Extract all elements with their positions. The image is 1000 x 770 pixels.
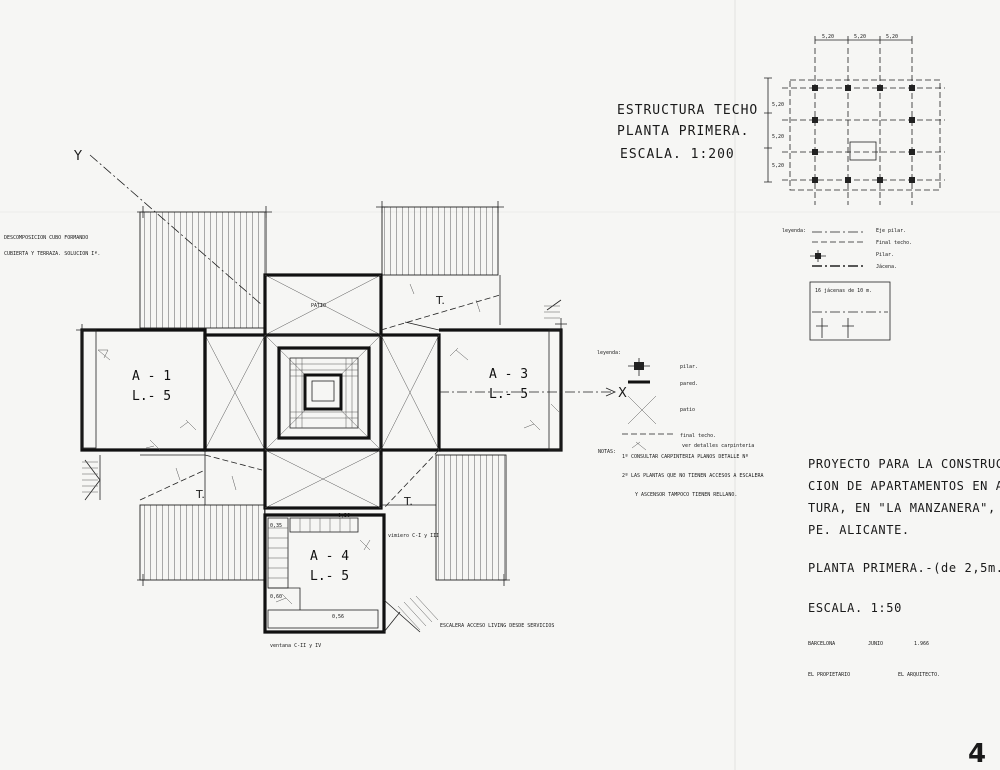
- note-1: 1º CONSULTAR CARPINTERIA PLANOS DETALLE …: [622, 454, 748, 460]
- structure-dimension: 5,20: [854, 34, 866, 40]
- structure-dimension: 5,20: [772, 163, 784, 169]
- structure-legend-final: Final techo.: [876, 240, 912, 246]
- estructura-title-line-2: PLANTA PRIMERA.: [617, 124, 749, 139]
- axis-y-label: Y: [73, 149, 82, 164]
- escala-title: ESCALA. 1:50: [808, 601, 902, 615]
- city-label: BARCELONA: [808, 641, 835, 647]
- dimension-label: 0,35: [270, 523, 282, 529]
- vimiero-label: vimiero C-I y III: [388, 533, 439, 539]
- outer-steps: [82, 305, 560, 631]
- legend-patio: patio: [680, 407, 695, 413]
- planta-title: PLANTA PRIMERA.-(de 2,5m. a 5m.): [808, 561, 1000, 575]
- structure-dimension: 5,20: [886, 34, 898, 40]
- axis-x-label: X: [618, 386, 627, 401]
- legend-final-techo: final techo.: [680, 433, 716, 439]
- terrace-bottom-left: [139, 504, 266, 581]
- dimension-label: 0,36: [338, 513, 350, 519]
- legend-pillar-fill: [634, 362, 644, 370]
- terrace-top-right: [381, 206, 499, 276]
- legend-block: leyenda: pilar. pared. patio final techo…: [597, 350, 763, 498]
- project-line-2: CION DE APARTAMENTOS EN AL-: [808, 479, 1000, 493]
- apartment-a1-level: L.- 5: [132, 389, 171, 404]
- structure-dimension: 5,20: [772, 134, 784, 140]
- structure-diagram: 5,20 5,20 5,20 5,20 5,20 5,20 leyenda: E…: [764, 34, 945, 341]
- project-line-4: PE. ALICANTE.: [808, 523, 910, 537]
- legend-ver-detalles: ver detalles carpinteria: [682, 443, 754, 449]
- legend-carpentry-symbol: [631, 441, 647, 451]
- beam-box-label: 16 jácenas de 10 m.: [815, 287, 872, 294]
- left-note-line-2: CUBIERTA Y TERRAZA. SOLUCION Iª.: [4, 251, 100, 257]
- beam-box: [809, 281, 891, 341]
- apartment-a4-level: L.- 5: [310, 569, 349, 584]
- axis-y-line: [89, 154, 263, 306]
- note-2: 2º LAS PLANTAS QUE NO TIENEN ACCESOS A E…: [622, 473, 763, 479]
- owner-label: EL PROPIETARIO: [808, 672, 850, 678]
- project-line-3: TURA, EN "LA MANZANERA", CAL-: [808, 501, 1000, 515]
- estructura-scale: ESCALA. 1:200: [620, 147, 735, 162]
- structure-dimension: 5,20: [772, 102, 784, 108]
- structure-legend-title: leyenda:: [782, 228, 806, 234]
- apartment-a3-level: L.- 5: [489, 387, 528, 402]
- estructura-title-line-1: ESTRUCTURA TECHO: [617, 103, 758, 118]
- stair-core: [277, 346, 371, 440]
- year-label: 1.966: [914, 641, 929, 647]
- left-note-line-1: DESCOMPOSICION CUBO FORMANDO: [4, 235, 88, 241]
- structure-legend-jacena: Jácena.: [876, 263, 897, 270]
- legend-patio-symbol: [627, 395, 657, 425]
- ventana-label: ventana C-II y IV: [270, 643, 321, 649]
- terrace-label: T.: [195, 488, 205, 501]
- patio-label: PATIO: [311, 303, 326, 309]
- terrace-label: T.: [403, 495, 413, 508]
- apartment-a3-name: A - 3: [489, 367, 528, 382]
- terrace-label: T.: [435, 294, 445, 307]
- terrace-top-left: [139, 211, 267, 329]
- apartment-a3: [404, 275, 563, 452]
- apartment-a4: [263, 513, 421, 634]
- month-label: JUNIO: [868, 641, 883, 647]
- legend-pared: pared.: [680, 381, 698, 387]
- notes-title: NOTAS:: [598, 449, 616, 455]
- sheet-number: 4: [968, 739, 986, 769]
- dimension-label: 0,60: [270, 594, 282, 600]
- architect-label: EL ARQUITECTO.: [898, 672, 940, 678]
- legend-title: leyenda:: [597, 350, 621, 356]
- structure-legend-eje: Eje pilar.: [876, 228, 906, 234]
- apartment-a1: [80, 328, 207, 505]
- apartment-a4-name: A - 4: [310, 549, 349, 564]
- project-line-1: PROYECTO PARA LA CONSTRUC-: [808, 457, 1000, 471]
- apartment-a1-name: A - 1: [132, 369, 171, 384]
- floor-plan: [76, 154, 616, 634]
- lift-shaft: [303, 373, 343, 411]
- note-3: Y ASCENSOR TAMPOCO TIENEN RELLANO.: [635, 492, 737, 498]
- dimension-label: 0,56: [332, 614, 344, 620]
- structure-dimension: 5,20: [822, 34, 834, 40]
- structure-legend-pilar: Pilar.: [876, 252, 894, 258]
- legend-pilar: pilar.: [680, 364, 698, 370]
- escalera-label: ESCALERA ACCESO LIVING DESDE SERVICIOS: [440, 623, 554, 629]
- terrace-bottom-right: [435, 454, 507, 581]
- pillar-marks: [76, 201, 567, 586]
